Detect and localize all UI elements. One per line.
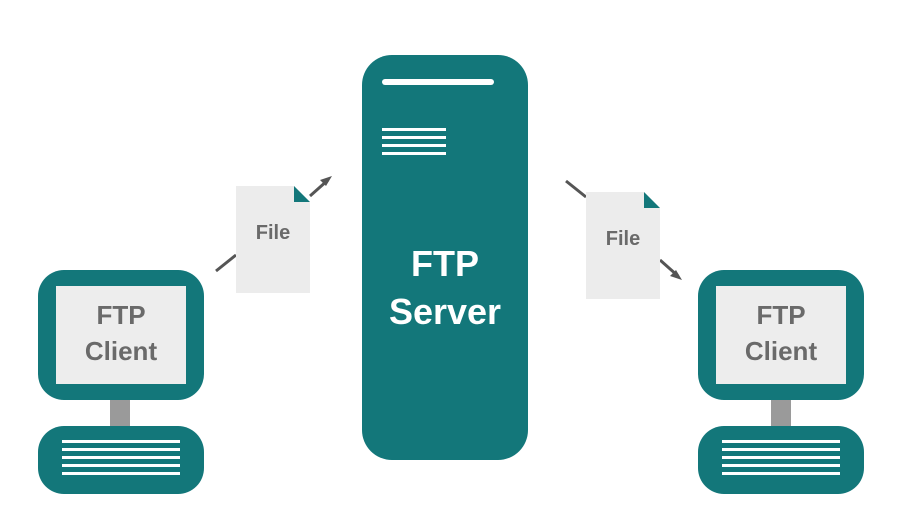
client-right-keyboard-lines <box>722 440 840 475</box>
file-left-corner <box>294 186 310 202</box>
client-right-label-line1: FTP <box>756 300 805 330</box>
file-left-label: File <box>256 222 290 244</box>
server-label-line2: Server <box>389 291 501 332</box>
arrow-right-tail <box>565 179 587 199</box>
ftp-client-right: FTP Client <box>698 270 864 494</box>
client-left-keyboard <box>38 426 204 494</box>
arrow-left-head <box>320 176 332 186</box>
ftp-server: FTP Server <box>362 55 528 460</box>
client-left-label-line1: FTP <box>96 300 145 330</box>
file-right-document <box>586 192 660 299</box>
client-left-stand <box>110 400 130 426</box>
client-left-keyboard-lines <box>62 440 180 475</box>
server-body <box>362 55 528 460</box>
file-left-document <box>236 186 310 293</box>
arrow-left-tail <box>215 253 237 273</box>
file-right-corner <box>644 192 660 208</box>
server-vent-lines <box>382 128 446 155</box>
arrow-right-head <box>670 270 682 280</box>
transfer-left: File <box>215 176 332 293</box>
ftp-client-left: FTP Client <box>38 270 204 494</box>
client-right-label-line2: Client <box>745 336 818 366</box>
server-top-slot <box>382 79 494 85</box>
client-left-label-line2: Client <box>85 336 158 366</box>
client-right-keyboard <box>698 426 864 494</box>
client-left-screen <box>56 286 186 384</box>
client-right-screen <box>716 286 846 384</box>
transfer-right: File <box>565 179 682 299</box>
client-right-stand <box>771 400 791 426</box>
server-label-line1: FTP <box>411 243 479 284</box>
file-right-label: File <box>606 228 640 250</box>
